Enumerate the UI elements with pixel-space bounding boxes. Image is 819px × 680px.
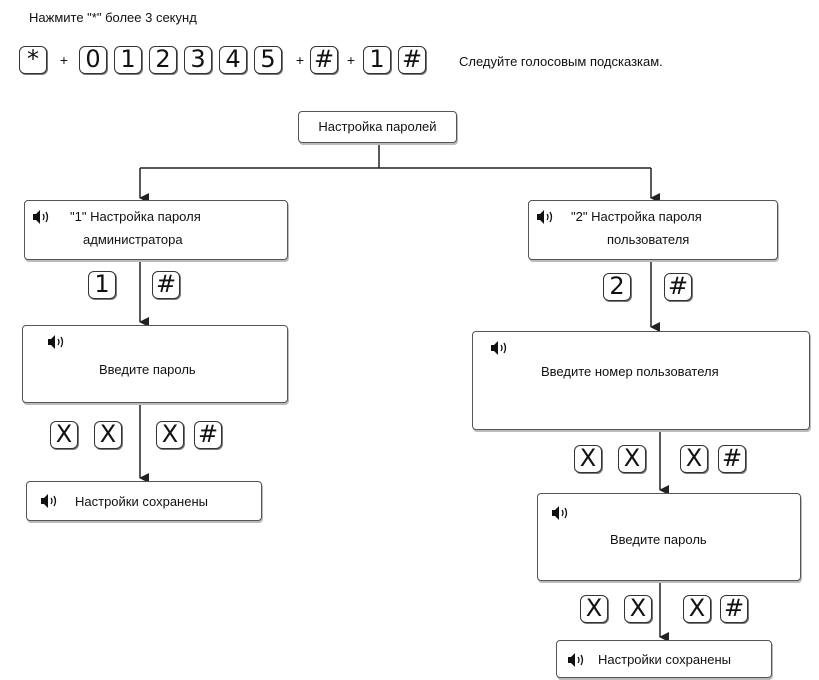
key-x: X — [683, 595, 711, 623]
plus-sign: + — [346, 52, 356, 68]
root-label: Настройка паролей — [318, 119, 437, 134]
admin-password-box: "1" Настройка пароля администратора — [24, 200, 288, 260]
user-box-line1: "2" Настройка пароля — [571, 209, 702, 224]
key-x: X — [624, 595, 652, 623]
key-2: 2 — [149, 46, 177, 74]
key-hash: # — [398, 46, 426, 74]
key-hash: # — [720, 595, 748, 623]
enter-password-box: Введите пароль — [22, 325, 288, 403]
speaker-icon — [48, 335, 64, 349]
key-3: 3 — [184, 46, 212, 74]
user-password-box: "2" Настройка пароля пользователя — [528, 200, 778, 260]
plus-sign: + — [295, 52, 305, 68]
key-hash: # — [310, 46, 338, 74]
instruction-text: Нажмите "*" более 3 секунд — [29, 10, 197, 25]
voice-hint-text: Следуйте голосовым подсказкам. — [459, 54, 663, 69]
key-hash: # — [664, 273, 692, 301]
user-box-line2: пользователя — [607, 232, 690, 247]
key-x: X — [574, 445, 602, 473]
key-x: X — [156, 421, 184, 449]
enter-password-label: Введите пароль — [99, 362, 196, 377]
enter-password-box: Введите пароль — [537, 493, 801, 581]
key-star: * — [19, 46, 47, 74]
settings-saved-box: Настройки сохранены — [26, 481, 262, 521]
key-x: X — [580, 595, 608, 623]
settings-saved-label: Настройки сохранены — [75, 494, 208, 509]
admin-box-line2: администратора — [83, 232, 183, 247]
admin-box-line1: "1" Настройка пароля — [70, 209, 201, 224]
enter-user-number-label: Введите номер пользователя — [541, 364, 719, 379]
key-x: X — [94, 421, 122, 449]
key-hash: # — [718, 445, 746, 473]
key-1: 1 — [363, 46, 391, 74]
key-x: X — [50, 421, 78, 449]
speaker-icon — [33, 210, 49, 224]
speaker-icon — [537, 210, 553, 224]
speaker-icon — [568, 653, 584, 667]
key-4: 4 — [219, 46, 247, 74]
key-5: 5 — [254, 46, 282, 74]
key-hash: # — [194, 421, 222, 449]
settings-saved-label: Настройки сохранены — [598, 652, 731, 667]
key-x: X — [618, 445, 646, 473]
key-1: 1 — [114, 46, 142, 74]
key-hash: # — [152, 271, 180, 299]
speaker-icon — [41, 494, 57, 508]
speaker-icon — [491, 341, 507, 355]
plus-sign: + — [59, 52, 69, 68]
settings-saved-box: Настройки сохранены — [556, 640, 772, 678]
enter-password-label: Введите пароль — [610, 532, 707, 547]
key-2: 2 — [603, 273, 631, 301]
enter-user-number-box: Введите номер пользователя — [472, 331, 810, 430]
speaker-icon — [552, 506, 568, 520]
key-0: 0 — [79, 46, 107, 74]
key-x: X — [680, 445, 708, 473]
key-1: 1 — [88, 271, 116, 299]
root-box: Настройка паролей — [298, 111, 457, 143]
